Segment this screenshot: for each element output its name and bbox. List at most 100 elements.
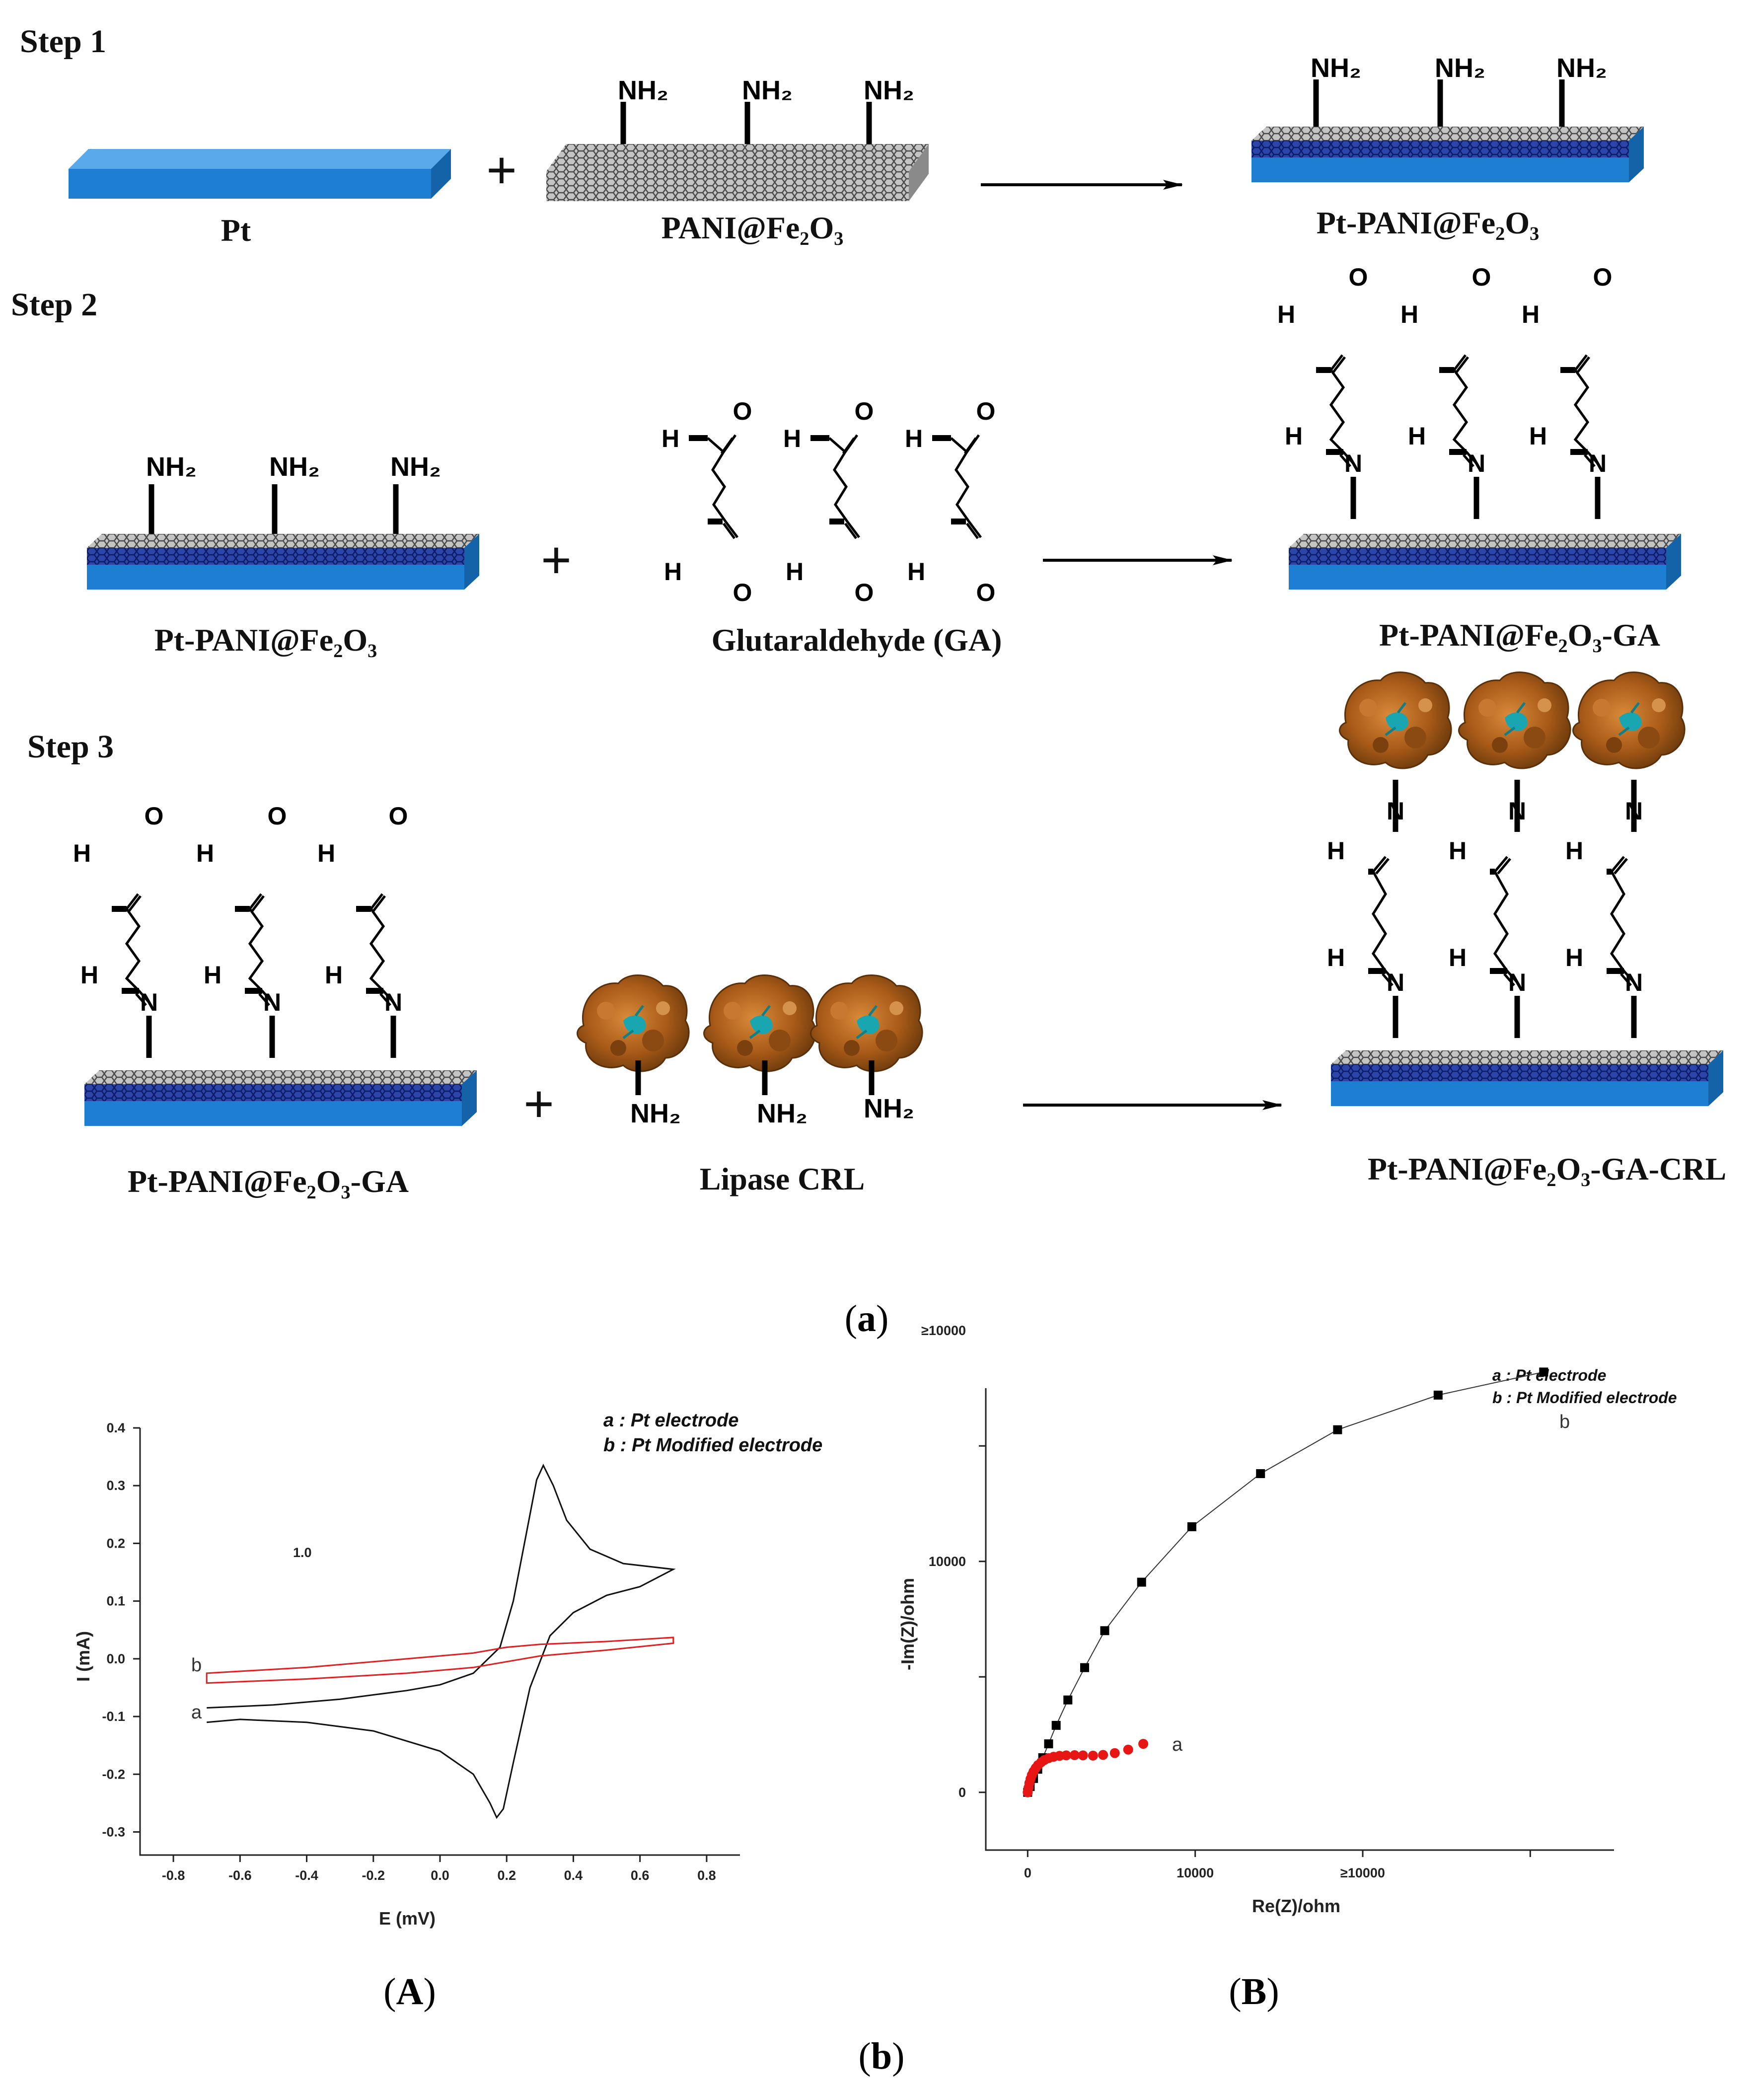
caption-A-letter: A [396, 1971, 424, 2012]
atom-n: N [1468, 449, 1485, 477]
nh2-group: NH₂ [1435, 53, 1485, 83]
atom-n: N [1625, 968, 1643, 996]
ga-linker [1316, 355, 1353, 519]
ga-molecule [689, 435, 737, 538]
cv-ytick-label: -0.2 [102, 1767, 125, 1782]
caption-B-letter: B [1242, 1971, 1267, 2012]
cv-ytick-label: 0.4 [106, 1420, 125, 1435]
cv-ytick-label: -0.1 [102, 1709, 125, 1724]
caption-a-letter: a [857, 1298, 876, 1340]
lipase-label: Lipase CRL [700, 1161, 865, 1196]
ga-linker [1439, 355, 1476, 519]
nyquist-series-label-a: a [1172, 1734, 1183, 1755]
cv-ytick-label: 0.1 [106, 1594, 125, 1609]
atom-h: H [786, 558, 804, 586]
atom-n: N [1508, 968, 1526, 996]
atom-o: O [855, 397, 874, 425]
lipase-enzyme [578, 975, 689, 1071]
nyquist-ylabel: -Im(Z)/ohm [897, 1578, 918, 1670]
cv-xtick-label: -0.2 [362, 1868, 385, 1883]
ga-label: Glutaraldehyde (GA) [712, 622, 1002, 658]
step2-row: Step 2 NH₂ NH₂ NH₂ Pt-PANI@Fe₂O₃ + H O H… [11, 263, 1681, 658]
atom-h: H [1285, 422, 1303, 450]
atom-h: H [196, 839, 214, 867]
nyquist-ytick-label: 0 [958, 1785, 966, 1800]
step3-product-electrode [1331, 1050, 1723, 1106]
step3-reactant-label: Pt-PANI@Fe₂O₃-GA [128, 1164, 409, 1199]
step2-product-electrode [1289, 534, 1681, 590]
atom-o: O [733, 579, 752, 606]
atom-h: H [783, 425, 801, 452]
atom-n: N [384, 988, 402, 1016]
nyquist-point-a [1078, 1750, 1088, 1761]
nyquist-point-b [1539, 1367, 1548, 1377]
cv-ytick-label: -0.3 [102, 1825, 125, 1840]
atom-h: H [1522, 300, 1540, 328]
atom-o: O [1593, 263, 1613, 291]
nh2-group: NH₂ [864, 75, 914, 105]
cv-annotation: 1.0 [293, 1545, 312, 1560]
atom-h: H [1277, 300, 1295, 328]
nh2-group: NH₂ [618, 75, 668, 105]
nh2-group: NH₂ [1311, 53, 1361, 83]
step1-row: Step 1 Pt + NH₂ NH₂ NH₂ PANI@Fe₂O₃ NH₂ N… [20, 23, 1644, 248]
nyquist-point-b [1256, 1469, 1265, 1479]
nyquist-ytick-label: 10000 [929, 1554, 966, 1569]
nh2-group: NH₂ [269, 452, 320, 482]
glutaraldehyde-molecules: H O H O H O H O H O H O [662, 397, 996, 606]
nyquist-point-b [1187, 1522, 1196, 1531]
lipase-enzymes: NH₂ NH₂ NH₂ [578, 975, 923, 1128]
ga-linker [112, 894, 149, 1058]
nyquist-point-a [1109, 1748, 1120, 1758]
cv-curve-b [206, 1637, 674, 1684]
cv-legend-b: b : Pt Modified electrode [603, 1435, 822, 1456]
nyquist-point-a [1069, 1750, 1080, 1760]
cv-xtick-label: 0.6 [631, 1868, 650, 1883]
atom-h: H [1565, 944, 1583, 971]
atom-h: H [325, 961, 343, 989]
nyquist-xtick-label: ≥10000 [1340, 1865, 1385, 1880]
atom-h: H [73, 839, 91, 867]
nh2-group: NH₂ [1556, 53, 1607, 83]
atom-o: O [976, 397, 996, 425]
cv-xtick-label: -0.6 [228, 1868, 252, 1883]
cv-legend-a: a : Pt electrode [603, 1410, 738, 1431]
cv-series-label-a: a [191, 1702, 202, 1723]
nyquist-points [1023, 1367, 1548, 1797]
cv-xtick-label: -0.4 [295, 1868, 318, 1883]
atom-h: H [1327, 944, 1345, 971]
step3-product-label: Pt-PANI@Fe₂O₃-GA-CRL [1368, 1151, 1726, 1187]
nyquist-xtick-label: 10000 [1176, 1865, 1214, 1880]
step2-title: Step 2 [11, 287, 97, 323]
product1-label: Pt-PANI@Fe₂O₃ [1317, 205, 1540, 240]
step3-title: Step 3 [27, 729, 114, 765]
step2-reactant-electrode [87, 534, 479, 590]
atom-o: O [976, 579, 996, 606]
pani-fe2o3-slab [546, 144, 929, 201]
cv-xtick-label: 0.2 [497, 1868, 516, 1883]
nyquist-legend-a: a : Pt electrode [1492, 1366, 1606, 1384]
atom-h: H [662, 425, 679, 452]
nyquist-point-b [1137, 1577, 1146, 1587]
nh2-group: NH₂ [390, 452, 441, 482]
lipase-enzyme [704, 975, 816, 1071]
nh2-group: NH₂ [630, 1099, 681, 1128]
step2-product-linkers: N N N H H H H H H O O O [1277, 263, 1613, 519]
nyquist-point-a [1088, 1750, 1098, 1761]
atom-h: H [1529, 422, 1547, 450]
atom-n: N [1625, 797, 1643, 825]
pt-pani-electrode [1251, 127, 1644, 182]
nyquist-xlabel: Re(Z)/ohm [1252, 1896, 1340, 1916]
ga-linker [1560, 355, 1598, 519]
nyquist-point-b [1433, 1390, 1443, 1400]
atom-o: O [733, 397, 752, 425]
caption-b-letter: b [871, 2035, 892, 2077]
nyquist-ytick-label: ≥10000 [921, 1323, 966, 1338]
cv-ytick-label: 0.3 [106, 1478, 125, 1493]
step3-reactant-electrode [84, 1070, 477, 1126]
pt-electrode-shape [69, 149, 451, 199]
atom-h: H [905, 425, 923, 452]
atom-n: N [263, 988, 281, 1016]
nyquist-axes [985, 1388, 1614, 1851]
svg-text:(B): (B) [1229, 1971, 1279, 2012]
